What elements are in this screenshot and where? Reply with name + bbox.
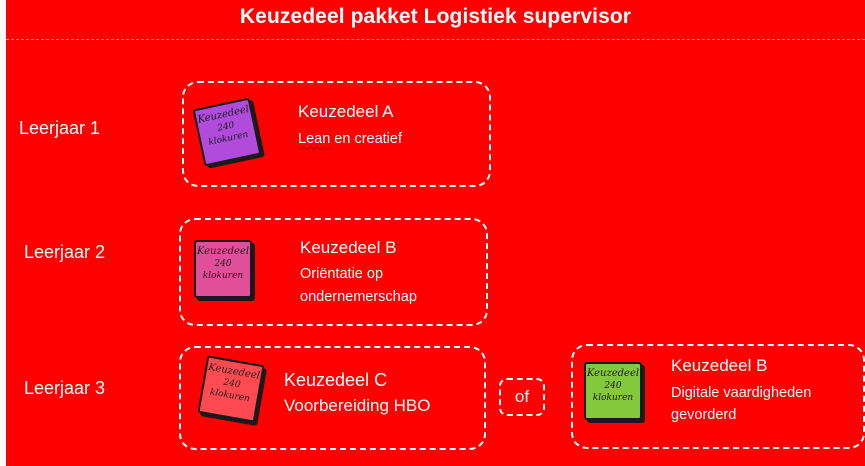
module-subtitle: gevorderd	[671, 407, 737, 423]
book-icon: Keuzedeel 240 klokuren	[192, 97, 262, 167]
module-subtitle: Digitale vaardigheden	[671, 385, 812, 401]
or-box: of	[499, 378, 545, 416]
module-subtitle: Voorbereiding HBO	[284, 396, 431, 415]
book-label-line1: Keuzedeel	[196, 246, 250, 257]
book-label-line2: 240	[604, 381, 622, 391]
module-title: Keuzedeel B	[671, 356, 768, 375]
book-label-line2: 240	[214, 259, 232, 269]
module-card-a	[182, 81, 491, 187]
module-card-b	[179, 218, 488, 326]
module-subtitle: Oriëntatie op	[300, 266, 384, 282]
book-icon: Keuzedeel 240 klokuren	[197, 355, 265, 423]
book-icon: Keuzedeel 240 klokuren	[194, 240, 252, 298]
year-label-3: Leerjaar 3	[24, 378, 106, 398]
year-label-2: Leerjaar 2	[24, 242, 106, 262]
book-label-line3: klokuren	[202, 271, 244, 281]
slide-title: Keuzedeel pakket Logistiek supervisor	[239, 5, 632, 28]
book-icon: Keuzedeel 240 klokuren	[584, 362, 642, 420]
module-subtitle-part: en creatief	[330, 131, 403, 147]
module-card-b-alt	[571, 344, 865, 449]
year-label-1: Leerjaar 1	[19, 118, 101, 138]
book-label-line3: klokuren	[592, 393, 634, 403]
module-title: Keuzedeel C	[284, 370, 388, 390]
title-divider	[6, 39, 865, 40]
module-subtitle: ondernemerschap	[300, 289, 417, 305]
module-card-c	[179, 346, 486, 450]
book-label-line1: Keuzedeel	[586, 368, 640, 379]
module-title: Keuzedeel B	[300, 238, 397, 257]
module-title: Keuzedeel A	[298, 102, 394, 121]
slide: Keuzedeel pakket Logistiek supervisor Le…	[6, 0, 865, 466]
module-subtitle: Lean en creatief	[298, 129, 402, 150]
module-subtitle-part: Lean	[298, 131, 331, 147]
